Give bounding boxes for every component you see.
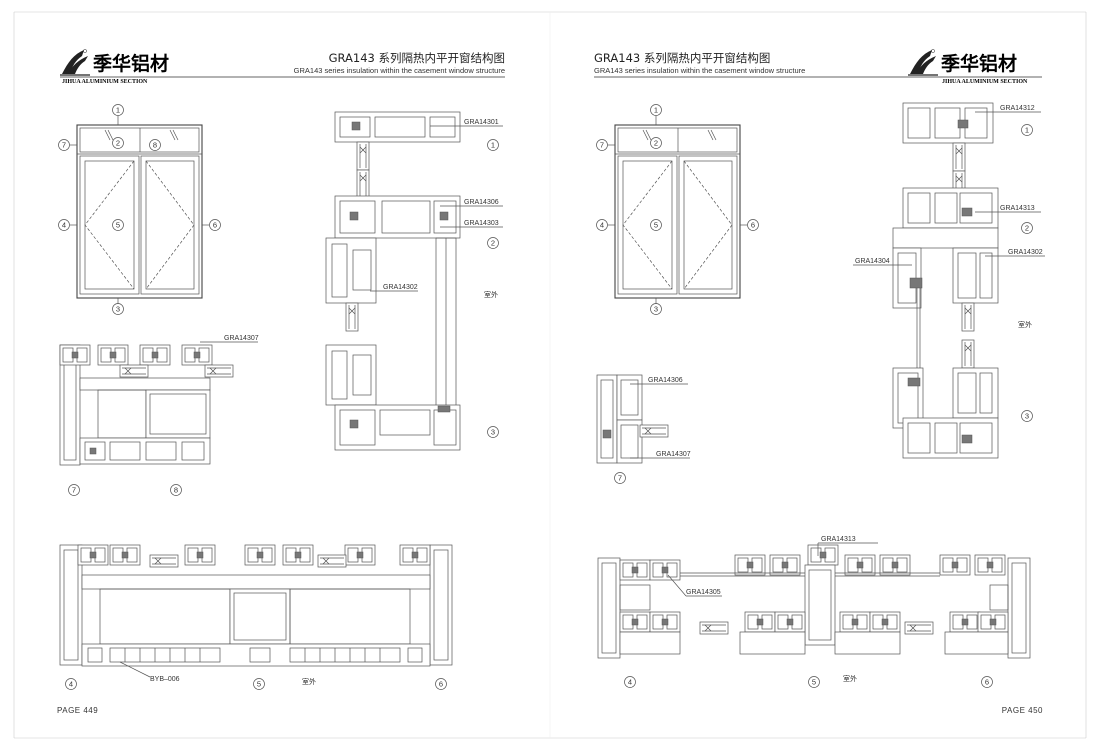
marker-4: 4 <box>600 221 604 230</box>
marker-3: 3 <box>116 305 120 314</box>
plan-marker-6: 6 <box>985 678 989 687</box>
part-label-gra14307: GRA14307 <box>656 451 691 458</box>
marker-7: 7 <box>600 141 604 150</box>
brand-logo-icon <box>59 48 91 76</box>
brand-name-cn: 季华铝材 <box>941 52 1017 75</box>
left-horizontal-plan: BYB–006 4 5 6 室外 <box>59 544 453 690</box>
corner-marker-8: 8 <box>174 486 178 495</box>
marker-4: 4 <box>62 221 66 230</box>
page-title-en: GRA143 series insulation within the case… <box>594 66 805 75</box>
section-marker-3: 3 <box>1025 412 1029 421</box>
section-marker-2: 2 <box>1025 224 1029 233</box>
corner-marker-7: 7 <box>618 474 622 483</box>
page-title-en: GRA143 series insulation within the case… <box>294 66 505 75</box>
marker-5: 5 <box>654 221 658 230</box>
left-corner-section: GRA14307 7 8 <box>59 335 259 496</box>
part-label-gra14313-plan: GRA14313 <box>821 536 856 543</box>
section-marker-1: 1 <box>1025 126 1029 135</box>
plan-outdoor-label: 室外 <box>302 677 316 686</box>
plan-marker-6: 6 <box>439 680 443 689</box>
right-horizontal-plan: GRA14313 GRA14305 4 5 6 室外 <box>597 536 1031 688</box>
brand-name-en: JIHUA ALUMINIUM SECTION <box>942 79 1028 85</box>
corner-marker-7: 7 <box>72 486 76 495</box>
brand-name-en: JIHUA ALUMINIUM SECTION <box>62 79 148 85</box>
left-header: 季华铝材 JIHUA ALUMINIUM SECTION GRA143 系列隔热… <box>59 48 505 85</box>
marker-6: 6 <box>751 221 755 230</box>
left-elevation: 1 2 3 4 5 6 7 8 <box>58 104 221 315</box>
right-header: GRA143 系列隔热内平开窗结构图 GRA143 series insulat… <box>594 48 1042 85</box>
marker-2: 2 <box>116 139 120 148</box>
plan-outdoor-label: 室外 <box>843 674 857 683</box>
part-label-gra14305: GRA14305 <box>686 589 721 596</box>
outdoor-label: 室外 <box>484 290 498 299</box>
plan-marker-4: 4 <box>69 680 73 689</box>
section-marker-3: 3 <box>491 428 495 437</box>
part-label-gra14303: GRA14303 <box>464 220 499 227</box>
page-title-cn: GRA143 系列隔热内平开窗结构图 <box>329 51 505 65</box>
marker-3: 3 <box>654 305 658 314</box>
part-label-gra14304: GRA14304 <box>855 258 890 265</box>
left-vertical-section: GRA14301 GRA14306 GRA14303 GRA14302 1 2 … <box>325 111 503 451</box>
section-marker-2: 2 <box>491 239 495 248</box>
marker-1: 1 <box>654 106 658 115</box>
part-label-gra14302: GRA14302 <box>383 284 418 291</box>
marker-5: 5 <box>116 221 120 230</box>
part-label-gra14306: GRA14306 <box>464 199 499 206</box>
plan-marker-5: 5 <box>812 678 816 687</box>
part-label-byb006: BYB–006 <box>150 676 180 683</box>
part-label-gra14301: GRA14301 <box>464 119 499 126</box>
brand-name-cn: 季华铝材 <box>93 52 169 75</box>
plan-marker-4: 4 <box>628 678 632 687</box>
part-label-gra14307: GRA14307 <box>224 335 259 342</box>
page-number: PAGE 449 <box>57 706 98 715</box>
right-corner-section: GRA14306 GRA14307 7 <box>596 374 691 484</box>
page-title-cn: GRA143 系列隔热内平开窗结构图 <box>594 51 770 65</box>
part-label-gra14302: GRA14302 <box>1008 249 1043 256</box>
marker-7: 7 <box>62 141 66 150</box>
part-label-gra14313: GRA14313 <box>1000 205 1035 212</box>
right-elevation: 1 2 3 4 5 6 7 <box>596 104 759 315</box>
marker-2: 2 <box>654 139 658 148</box>
right-vertical-section: GRA14312 GRA14313 GRA14302 GRA14304 1 2 … <box>853 102 1045 459</box>
part-label-gra14306: GRA14306 <box>648 377 683 384</box>
outdoor-label: 室外 <box>1018 320 1032 329</box>
marker-1: 1 <box>116 106 120 115</box>
page-number: PAGE 450 <box>1002 706 1043 715</box>
marker-6: 6 <box>213 221 217 230</box>
part-label-gra14312: GRA14312 <box>1000 105 1035 112</box>
brand-logo-icon <box>907 48 939 76</box>
section-marker-1: 1 <box>491 141 495 150</box>
plan-marker-5: 5 <box>257 680 261 689</box>
marker-8: 8 <box>153 141 157 150</box>
